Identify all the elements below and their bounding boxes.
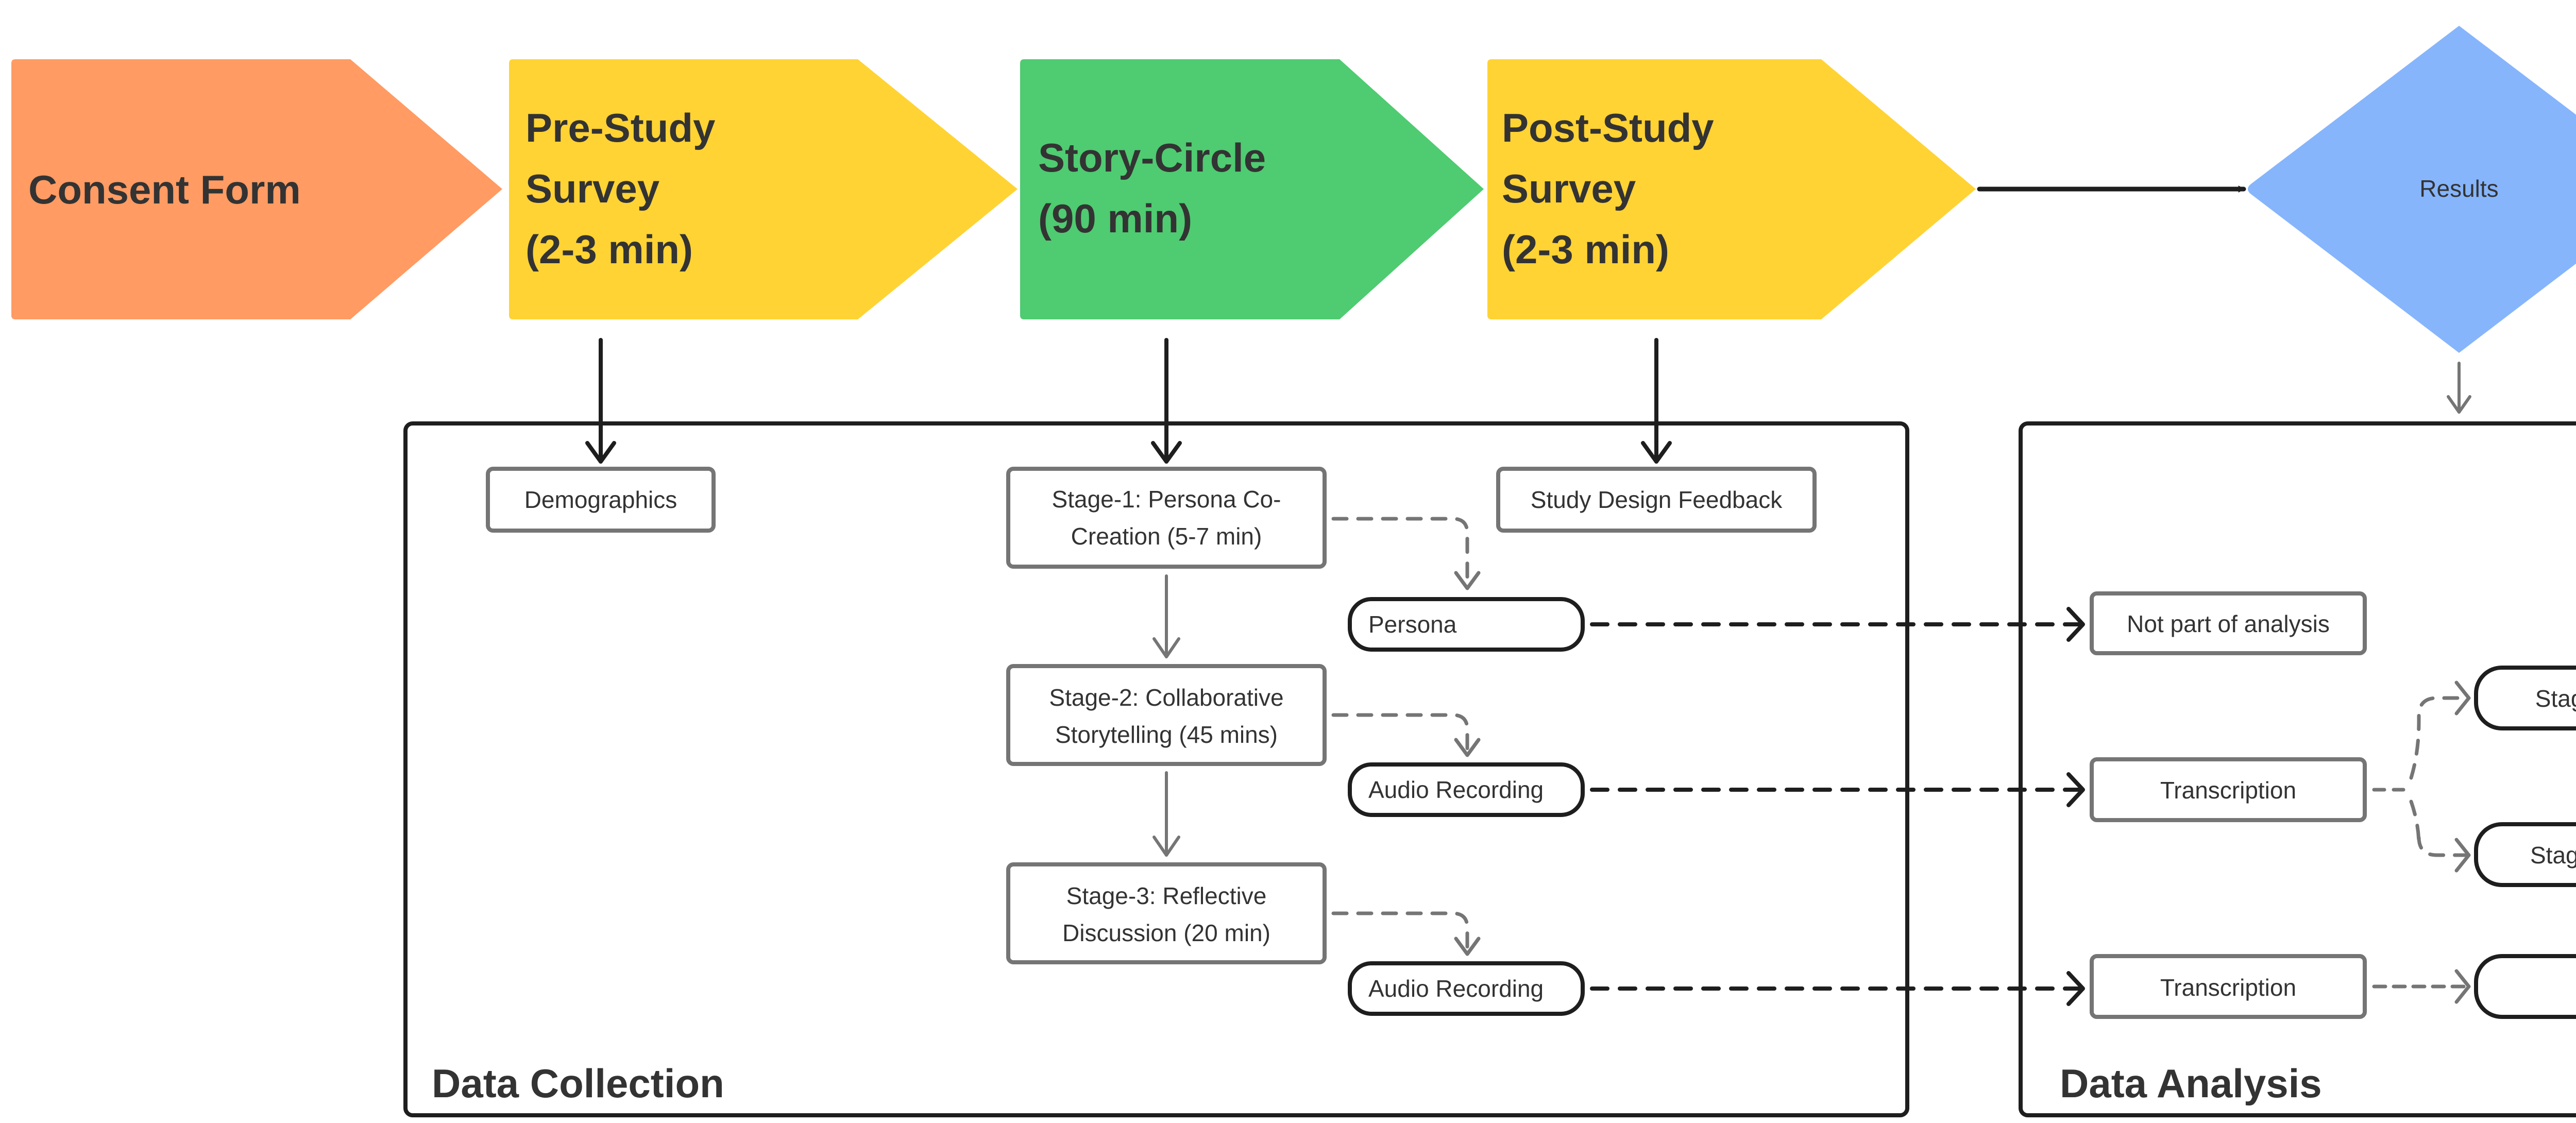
stage-post-study-survey: Post-Study Survey (2-3 min) <box>1487 59 1976 319</box>
svg-text:Stage 1: Extracted Stories: Stage 1: Extracted Stories <box>2535 685 2576 712</box>
data-collection-title: Data Collection <box>432 1061 724 1106</box>
results-diamond: Results <box>2248 26 2576 353</box>
svg-text:Not part of analysis: Not part of analysis <box>2127 610 2330 637</box>
arrow-story-to-stage1 <box>1151 338 1182 464</box>
dashed-arrow-audio2-to-transcription2 <box>1590 971 2085 1006</box>
stage2-thematic-analysis-pill: Stage 2: Thematic Analysis <box>2474 822 2576 887</box>
audio-recording-pill-2: Audio Recording <box>1348 961 1585 1016</box>
transcription-box-2: Transcription <box>2090 954 2367 1019</box>
dashed-arrow-stage1-to-persona <box>1331 517 1481 590</box>
dashed-arrow-audio1-to-transcription1 <box>1590 772 2085 807</box>
story-circle-chevron-shape <box>1020 59 1484 319</box>
story-circle-label: Story-Circle (90 min) <box>1038 135 1277 241</box>
arrow-results-to-analysis <box>2447 362 2471 414</box>
results-label: Results <box>2419 175 2498 202</box>
svg-text:Demographics: Demographics <box>524 486 677 513</box>
svg-text:Audio Recording: Audio Recording <box>1368 776 1544 803</box>
thematic-analysis-pill: Thematic Analysis <box>2474 954 2576 1019</box>
audio-recording-pill-1: Audio Recording <box>1348 762 1585 817</box>
svg-text:Stage 2: Thematic Analysis: Stage 2: Thematic Analysis <box>2530 842 2576 869</box>
demographics-box: Demographics <box>486 467 716 533</box>
svg-text:Transcription: Transcription <box>2160 974 2296 1001</box>
data-collection-frame <box>403 421 1909 1117</box>
dashed-arrow-stage2-to-audio1 <box>1331 713 1481 757</box>
data-analysis-section: Data Analysis Not part of analysis Trans… <box>2019 421 2576 1117</box>
consent-chevron-shape <box>11 59 502 319</box>
consent-label: Consent Form <box>28 167 301 212</box>
svg-text:Study Design Feedback: Study Design Feedback <box>1531 486 1783 513</box>
study-design-feedback-box: Study Design Feedback <box>1496 467 1817 533</box>
post-study-chevron-shape <box>1487 59 1976 319</box>
extracted-stories-pill: Stage 1: Extracted Stories <box>2474 666 2576 730</box>
persona-pill: Persona <box>1348 597 1585 652</box>
arrow-stage1-to-stage2 <box>1153 574 1180 658</box>
svg-text:Transcription: Transcription <box>2160 777 2296 804</box>
svg-text:Audio Recording: Audio Recording <box>1368 975 1544 1002</box>
dashed-arrow-transcription2-to-thematic <box>2372 969 2471 1004</box>
dashed-arrow-persona-to-not-part <box>1590 607 2085 642</box>
stage1-box: Stage-1: Persona Co-Creation (5-7 min) <box>1006 467 1327 569</box>
stage-consent-form: Consent Form <box>11 59 502 319</box>
arrow-post-to-feedback <box>1641 338 1672 464</box>
svg-text:Stage-1: Persona Co-Creation (: Stage-1: Persona Co-Creation (5-7 min) <box>1052 486 1281 550</box>
arrow-pre-to-demographics <box>585 338 616 464</box>
post-study-label: Post-Study Survey (2-3 min) <box>1502 105 1725 272</box>
svg-text:Persona: Persona <box>1368 611 1457 638</box>
dashed-arrow-stage3-to-audio2 <box>1331 911 1481 956</box>
results-diamond-shape <box>2248 26 2576 353</box>
pre-study-label: Pre-Study Survey (2-3 min) <box>526 105 726 272</box>
not-part-of-analysis-box: Not part of analysis <box>2090 591 2367 655</box>
data-analysis-frame <box>2019 421 2576 1117</box>
dashed-branch-transcription1 <box>2372 680 2471 873</box>
data-collection-section: Data Collection Demographics Stage-1: Pe… <box>403 421 1909 1117</box>
pre-study-chevron-shape <box>509 59 1018 319</box>
arrow-stage2-to-stage3 <box>1153 771 1180 857</box>
transcription-box-1: Transcription <box>2090 757 2367 822</box>
data-analysis-title: Data Analysis <box>2060 1061 2322 1106</box>
stage-story-circle: Story-Circle (90 min) <box>1020 59 1484 319</box>
stage-pre-study-survey: Pre-Study Survey (2-3 min) <box>509 59 1018 319</box>
